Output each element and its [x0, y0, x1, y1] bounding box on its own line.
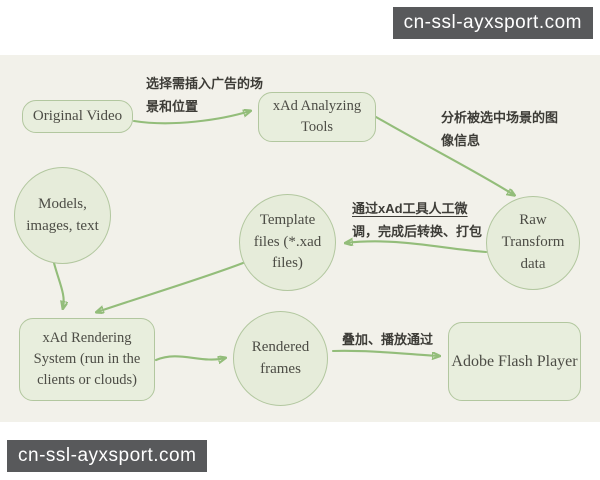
watermark-bottom: cn-ssl-ayxsport.com	[7, 440, 208, 472]
node-label-line: Transform	[501, 234, 565, 251]
node-xad-analyzing-tools: xAd Analyzing Tools	[258, 92, 376, 142]
node-label-line: clients or clouds)	[37, 372, 137, 388]
node-label-line: files)	[272, 255, 303, 272]
node-models-images-text: Models, images, text	[14, 167, 111, 264]
annotation-analyze-image-info: 分析被选中场景的图 像信息	[441, 106, 558, 152]
node-label-line: Template	[259, 211, 316, 228]
annotation-manual-finetune: 通过xAd工具人工微 调，完成后转换、打包	[352, 197, 482, 243]
node-template-files: Template files (*.xad files)	[239, 194, 336, 291]
node-label-line: Raw	[519, 212, 547, 229]
node-label-line: files (*.xad	[253, 233, 322, 250]
annotation-select-scene: 选择需插入广告的场 景和位置	[146, 72, 263, 118]
node-label-line: Models,	[38, 195, 87, 212]
node-label-line: Tools	[300, 119, 334, 135]
watermark-top: cn-ssl-ayxsport.com	[392, 7, 593, 39]
node-raw-transform-data: Raw Transform data	[486, 196, 580, 290]
node-label-line: data	[520, 255, 546, 272]
annotation-line: 调，完成后转换、打包	[352, 224, 483, 239]
node-label-line: Rendered	[251, 338, 310, 355]
node-label: Adobe Flash Player	[451, 352, 578, 370]
node-original-video: Original Video	[22, 100, 133, 133]
annotation-line: 像信息	[441, 133, 481, 148]
node-label-line: System (run in the	[33, 350, 141, 367]
node-label-line: images, text	[26, 217, 99, 234]
annotation-line: 叠加、播放通过	[342, 332, 434, 347]
node-adobe-flash-player: Adobe Flash Player	[448, 322, 581, 401]
node-label-line: xAd Rendering	[42, 329, 132, 346]
node-label-line: xAd Analyzing	[272, 97, 362, 114]
node-label: Original Video	[32, 107, 123, 124]
node-label-line: frames	[260, 360, 301, 377]
annotation-line: 选择需插入广告的场	[146, 76, 264, 91]
node-rendered-frames: Rendered frames	[233, 311, 328, 406]
annotation-line: 分析被选中场景的图	[441, 110, 559, 125]
annotation-line: 通过xAd工具人工微	[352, 201, 468, 216]
annotation-line: 景和位置	[146, 99, 199, 114]
node-xad-rendering-system: xAd Rendering System (run in the clients…	[19, 318, 155, 401]
annotation-overlay-playback: 叠加、播放通过	[342, 328, 433, 351]
